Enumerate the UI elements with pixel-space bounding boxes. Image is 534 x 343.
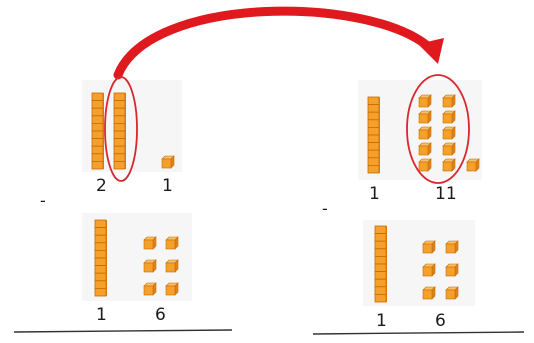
left-top-ones-digit: 1 [162, 176, 173, 196]
ten-rod-icon [94, 219, 107, 297]
unit-cube-icon [466, 158, 480, 172]
right-highlight-circle [406, 74, 470, 184]
unit-cube-icon [418, 126, 432, 140]
unit-cube-icon [143, 236, 157, 250]
right-top-tens-digit: 1 [369, 184, 380, 204]
unit-cube-icon [442, 110, 456, 124]
unit-cube-icon [418, 142, 432, 156]
right-minus-sign: - [322, 199, 328, 218]
unit-cube-icon [442, 142, 456, 156]
unit-cube-icon [165, 282, 179, 296]
unit-cube-icon [418, 94, 432, 108]
unit-cube-icon [143, 259, 157, 273]
base-ten-blocks [91, 92, 480, 303]
left-minus-sign: - [40, 191, 46, 210]
right-bottom-tens-digit: 1 [376, 311, 387, 331]
left-highlight-circle [104, 76, 138, 182]
right-bottom-ones-digit: 6 [435, 311, 446, 331]
unit-cube-icon [422, 263, 436, 277]
unit-cube-icon [422, 240, 436, 254]
left-bottom-ones-digit: 6 [155, 305, 166, 325]
right-top-ones-digit: 11 [435, 184, 457, 204]
unit-cube-icon [161, 155, 175, 169]
left-top-tens-digit: 2 [96, 176, 107, 196]
unit-cube-icon [165, 236, 179, 250]
unit-cube-icon [418, 110, 432, 124]
unit-cube-icon [442, 126, 456, 140]
ten-rod-icon [367, 96, 380, 174]
unit-cube-icon [422, 286, 436, 300]
ten-rod-icon [374, 225, 387, 303]
unit-cube-icon [442, 94, 456, 108]
ten-rod-icon [91, 92, 104, 170]
left-result-line [13, 329, 233, 333]
ten-rod-icon [113, 92, 126, 170]
unit-cube-icon [143, 282, 157, 296]
curved-arrow-icon [113, 6, 444, 80]
left-bottom-tens-digit: 1 [96, 305, 107, 325]
unit-cube-icon [445, 263, 459, 277]
unit-cube-icon [445, 240, 459, 254]
unit-cube-icon [165, 259, 179, 273]
unit-cube-icon [442, 158, 456, 172]
right-result-line [312, 331, 525, 335]
unit-cube-icon [445, 286, 459, 300]
unit-cube-icon [418, 158, 432, 172]
